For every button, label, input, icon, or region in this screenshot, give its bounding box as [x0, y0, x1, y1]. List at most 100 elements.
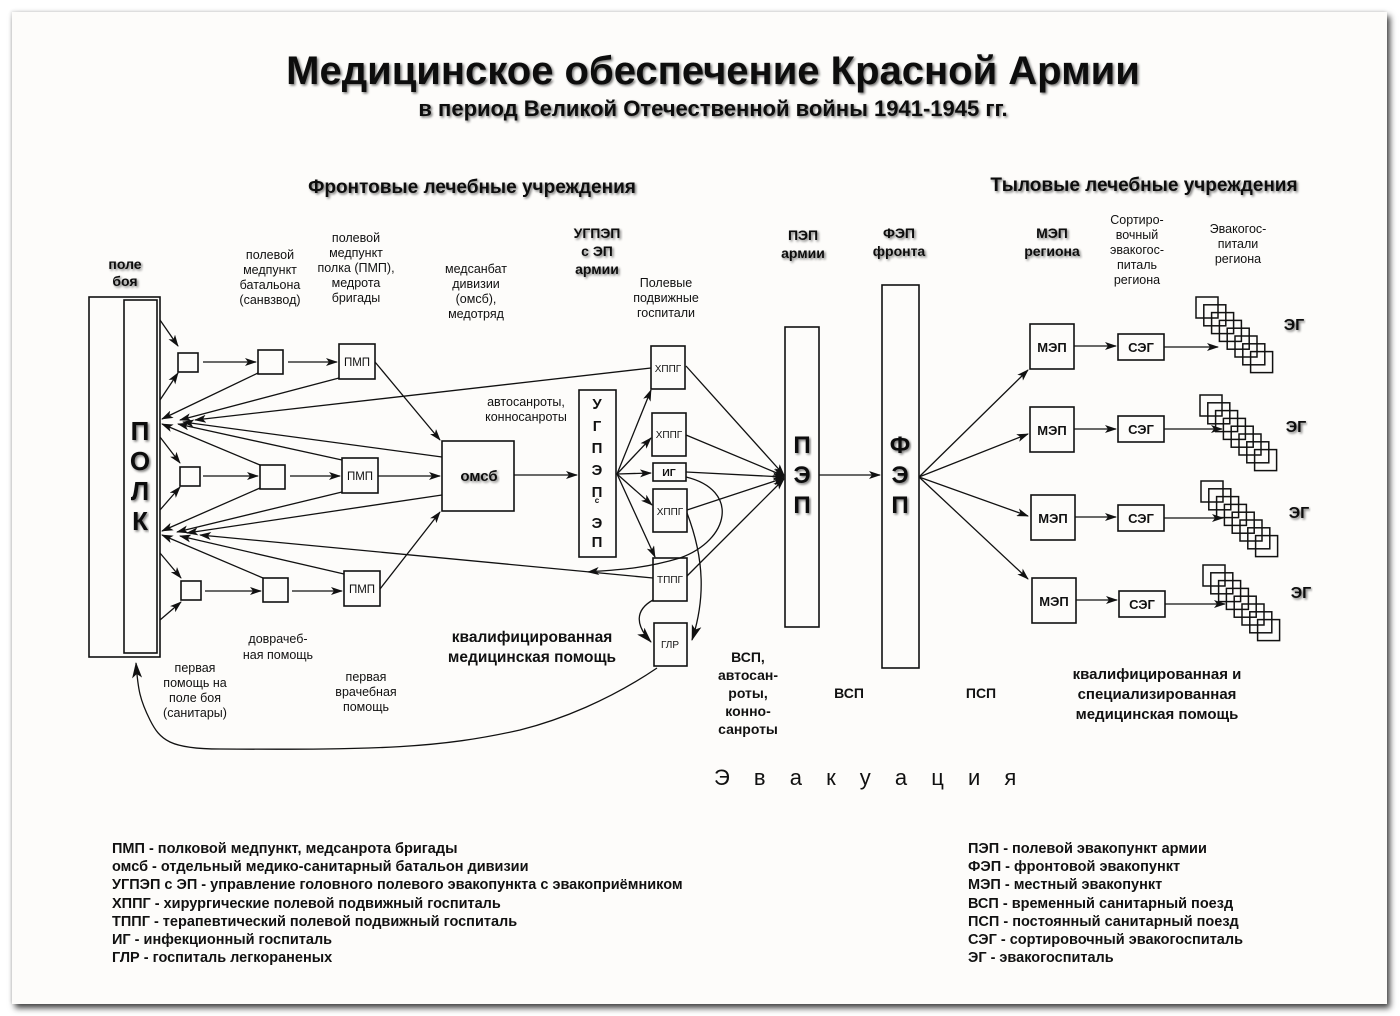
arrow [374, 361, 441, 441]
arrow [194, 367, 652, 423]
eg-hospital-square [1208, 488, 1232, 511]
header-regiment-post: полевой медпункт полка (ПМП), медрота бр… [317, 231, 394, 305]
arrow [161, 487, 261, 532]
header-line: питаль [1117, 258, 1157, 272]
eg-hospital-square [1253, 448, 1278, 472]
hppg-label: ХППГ [655, 364, 682, 375]
legend-item: ХППГ - хирургические полевой подвижный г… [112, 895, 501, 912]
fep-letter: Э [891, 462, 908, 489]
seg-label: СЭГ [1129, 597, 1155, 612]
header-line: медпункт [243, 263, 297, 277]
hppg-box [650, 345, 686, 390]
legend-item: СЭГ - сортировочный эвакогоспиталь [968, 932, 1243, 949]
mep-label: МЭП [1039, 594, 1068, 609]
header-line: региона [1215, 252, 1261, 266]
annotation-line: доврачеб- [248, 632, 307, 646]
arrow [686, 478, 785, 577]
header-seg: Сортиро- вочный эвакогос- питаль региона [1110, 213, 1164, 287]
legend-item: МЭП - местный эвакопункт [968, 877, 1163, 894]
header-line: бригады [332, 291, 381, 305]
node-battalion-post-2 [259, 464, 286, 490]
legend-item: ВСП - временный санитарный поезд [968, 895, 1234, 912]
eg-stack [1200, 480, 1279, 558]
section-rear-title: Тыловые лечебные учреждения [990, 175, 1297, 196]
eg-hospital-square [1210, 572, 1234, 595]
header-field-hospitals: Полевые подвижные госпитали [633, 276, 699, 320]
header-line: батальона [240, 278, 301, 292]
header-line: вочный [1116, 228, 1159, 242]
arrow [685, 434, 785, 477]
pep-letter: П [793, 432, 810, 459]
header-line: (омсб), [456, 292, 497, 306]
header-pep: ПЭП армии [781, 227, 825, 261]
ugpep-letter: Э [592, 515, 603, 532]
mep-label: МЭП [1038, 511, 1067, 526]
legend-right: ПЭП - полевой эвакопункт армии ФЭП - фро… [968, 840, 1243, 967]
arrow [159, 552, 182, 579]
ugpep-letter: Э [592, 462, 603, 479]
annotation-line: первая [175, 661, 216, 675]
legend-item: ГЛР - госпиталь легкораненых [112, 950, 333, 967]
legend-item: ПСП - постоянный санитарный поезд [968, 913, 1239, 930]
header-line: питали [1218, 237, 1259, 251]
header-line: медсанбат [445, 262, 507, 276]
eg-hospital-square [1254, 534, 1279, 558]
pmp-label: ПМП [347, 471, 373, 483]
ugpep-letter: П [592, 484, 603, 501]
fep-letter: П [891, 492, 908, 519]
header-ugpep: УГПЭП с ЭП армии [574, 225, 621, 277]
omsb-label: омсб [460, 468, 497, 485]
annotation-line: (санитары) [163, 706, 227, 720]
mep-label: МЭП [1037, 340, 1066, 355]
legend-item: ТППГ - терапевтический полевой подвижный… [112, 913, 518, 930]
annotation-line: санроты [718, 721, 778, 737]
header-line: с ЭП [581, 243, 613, 259]
eg-hospital-square [1203, 304, 1227, 327]
annotation-line: конносанроты [485, 410, 567, 424]
eg-hospital-square [1214, 409, 1239, 433]
pep-letter: П [793, 492, 810, 519]
eg-hospital-square [1217, 579, 1242, 603]
glr-box [653, 622, 688, 667]
node-pmp-1: ПМП [338, 343, 376, 380]
node-company-post-1 [177, 352, 199, 373]
arrow-curve [637, 599, 654, 643]
header-line: госпитали [637, 306, 695, 320]
glr-label: ГЛР [661, 640, 679, 651]
annotation-qualified-specialized: квалифицированная и специализированная м… [1073, 666, 1242, 723]
fep-letter: Ф [890, 432, 910, 459]
polk-letter: К [132, 506, 148, 536]
mep-label: МЭП [1037, 423, 1066, 438]
eg-hospital-square [1226, 327, 1250, 350]
annotation-line: помощь на [163, 676, 226, 690]
ugpep-letter: Г [593, 418, 602, 435]
annotation-line: конно- [725, 703, 771, 719]
eg-hospital-square [1223, 503, 1248, 527]
eg-hospital-square [1215, 495, 1240, 519]
eg-hospital-square [1231, 511, 1255, 534]
header-line: УГПЭП [574, 225, 621, 241]
eg-hospital-square [1246, 441, 1270, 464]
header-line: медотряд [448, 307, 505, 321]
arrow [918, 369, 1029, 478]
legend-item: ПЭП - полевой эвакопункт армии [968, 841, 1207, 857]
eg-hospital-square [1199, 394, 1223, 417]
header-line: региона [1114, 273, 1160, 287]
pmp-box [338, 343, 376, 380]
polk-letter: П [131, 416, 150, 446]
header-fep: ФЭП фронта [873, 225, 926, 259]
header-line: Сортиро- [1110, 213, 1163, 227]
legend-left: ПМП - полковой медпункт, медсанрота бриг… [112, 840, 683, 967]
annotation-first-aid: первая помощь на поле боя (санитары) [163, 661, 227, 720]
pep-letter: Э [793, 462, 810, 489]
tppg-box [652, 557, 688, 602]
arrow [616, 473, 653, 506]
header-line: медпункт [329, 246, 383, 260]
eg-hospital-square [1202, 564, 1226, 587]
arrow [176, 491, 343, 534]
eg-hospital-square [1256, 618, 1281, 642]
node-hppg-3: ХППГ [652, 488, 688, 533]
eg-label: ЭГ [1291, 585, 1311, 602]
diagram-sheet [12, 12, 1387, 1004]
